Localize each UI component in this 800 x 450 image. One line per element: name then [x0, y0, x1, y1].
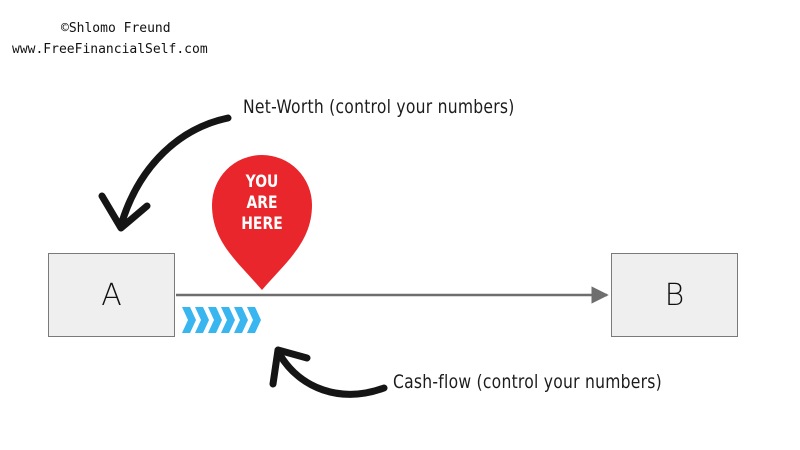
end-box-b: B: [611, 253, 738, 337]
cashflow-label: Cash-flow (control your numbers): [393, 371, 662, 393]
pin-text: YOU ARE HERE: [229, 172, 295, 235]
website-text: www.FreeFinancialSelf.com: [12, 42, 208, 57]
pin-line-3: HERE: [241, 214, 283, 234]
networth-curved-arrow: [98, 114, 232, 232]
progress-chevrons: [182, 307, 261, 333]
start-box-a: A: [48, 253, 175, 337]
credit-block: ©Shlomo Freund www.FreeFinancialSelf.com: [12, 18, 272, 60]
pin-line-2: ARE: [246, 193, 278, 213]
copyright-text: ©Shlomo Freund: [61, 21, 171, 36]
cashflow-curved-arrow: [269, 346, 388, 398]
pin-line-1: YOU: [245, 172, 279, 192]
networth-label: Net-Worth (control your numbers): [243, 96, 515, 118]
you-are-here-pin: [212, 155, 312, 290]
